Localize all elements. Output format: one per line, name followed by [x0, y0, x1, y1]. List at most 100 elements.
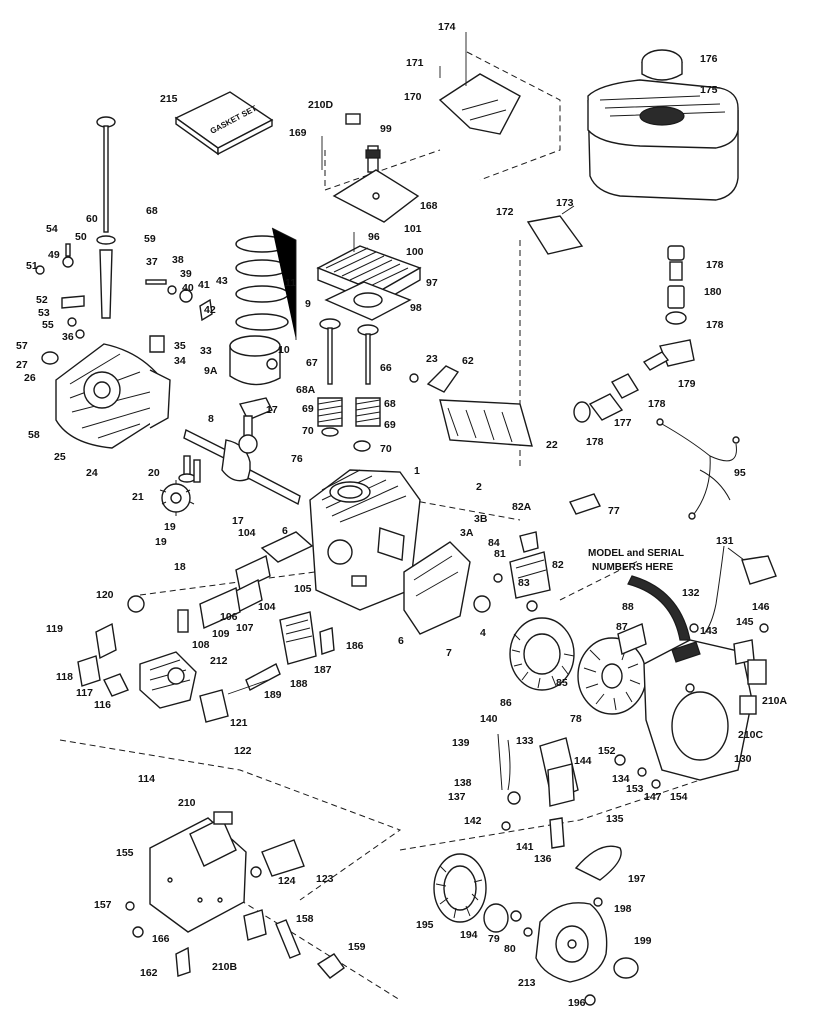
callout-107: 107: [236, 622, 254, 634]
primer-parts: [689, 545, 777, 635]
callout-38: 38: [172, 254, 184, 266]
callout-11: 11: [285, 277, 296, 289]
callout-141: 141: [516, 841, 534, 853]
ignition-module: [493, 531, 551, 612]
callout-210A: 210A: [762, 695, 788, 707]
callout-179: 179: [678, 378, 696, 390]
fuel-line-parts: [573, 245, 695, 423]
callout-133: 133: [516, 735, 534, 747]
cam-gear: [159, 455, 201, 516]
callout-170: 170: [404, 91, 422, 103]
callout-82: 82: [552, 559, 564, 571]
callout-210B: 210B: [212, 961, 238, 973]
callout-70: 70: [380, 443, 392, 455]
callout-84: 84: [488, 537, 500, 549]
callout-95: 95: [734, 467, 746, 479]
callout-7: 7: [446, 647, 452, 659]
callout-59: 59: [144, 233, 156, 245]
callout-157: 157: [94, 899, 112, 911]
callout-143: 143: [700, 625, 718, 637]
callout-146: 146: [752, 601, 770, 613]
callout-24: 24: [86, 467, 98, 479]
callout-37: 37: [146, 256, 158, 268]
callout-196: 196: [568, 997, 586, 1009]
callout-155: 155: [116, 847, 134, 859]
callout-27: 27: [16, 359, 28, 371]
callout-178: 178: [586, 436, 604, 448]
callout-36: 36: [62, 331, 74, 343]
callout-131: 131: [716, 535, 734, 547]
wire-harness: [656, 418, 740, 520]
callout-169: 169: [289, 127, 307, 139]
callout-83: 83: [518, 577, 530, 589]
callout-9: 9: [305, 298, 311, 310]
cylinder-head: [316, 232, 422, 321]
callout-177: 177: [614, 417, 632, 429]
callout-26: 26: [24, 372, 36, 384]
model-serial-note: MODEL and SERIAL NUMBERS HERE: [588, 548, 691, 641]
callout-17: 17: [266, 404, 278, 416]
dipstick-tube: [96, 116, 116, 319]
callout-66: 66: [380, 362, 392, 374]
callout-3B: 3B: [474, 513, 488, 525]
callout-180: 180: [704, 286, 722, 298]
callout-68: 68: [146, 205, 158, 217]
callout-147: 147: [644, 791, 662, 803]
callout-6: 6: [398, 635, 404, 647]
callout-60: 60: [86, 213, 98, 225]
gasket-104: [260, 531, 314, 563]
callout-80: 80: [504, 943, 516, 955]
callout-2: 2: [476, 481, 482, 493]
callout-43: 43: [216, 275, 228, 287]
governor-parts: [35, 243, 213, 365]
callout-134: 134: [612, 773, 630, 785]
callout-162: 162: [140, 967, 158, 979]
callout-154: 154: [670, 791, 688, 803]
callout-197: 197: [628, 873, 646, 885]
callout-152: 152: [598, 745, 616, 757]
callout-106: 106: [220, 611, 238, 623]
air-filter-187: [279, 611, 317, 665]
callout-19: 19: [155, 536, 167, 548]
washer-4: [473, 595, 491, 613]
decal-210d: [345, 113, 361, 125]
decal-210: [213, 811, 233, 825]
callout-199: 199: [634, 935, 652, 947]
callout-52: 52: [36, 294, 48, 306]
callout-1: 1: [414, 465, 420, 477]
spark-plug: [321, 113, 420, 223]
note-line-2: NUMBERS HERE: [592, 562, 673, 573]
callout-77: 77: [608, 505, 620, 517]
callout-122: 122: [234, 745, 252, 757]
callout-88: 88: [622, 601, 634, 613]
intake-parts: [177, 531, 335, 695]
callout-136: 136: [534, 853, 552, 865]
callout-19: 19: [164, 521, 176, 533]
callout-172: 172: [496, 206, 514, 218]
callout-100: 100: [406, 246, 424, 258]
callout-42: 42: [204, 304, 216, 316]
callout-3A: 3A: [460, 527, 474, 539]
callout-86: 86: [500, 697, 512, 709]
callout-153: 153: [626, 783, 644, 795]
callout-120: 120: [96, 589, 114, 601]
baffle-plate: [403, 541, 491, 635]
callout-9A: 9A: [204, 365, 218, 377]
shroud-22: [409, 365, 533, 447]
callout-198: 198: [614, 903, 632, 915]
callout-6: 6: [282, 525, 288, 537]
callout-67: 67: [306, 357, 318, 369]
callout-23: 23: [426, 353, 438, 365]
stator-alternator: [509, 617, 575, 691]
callout-104: 104: [258, 601, 276, 613]
callout-98: 98: [410, 302, 422, 314]
callout-189: 189: [264, 689, 282, 701]
callout-139: 139: [452, 737, 470, 749]
callout-108: 108: [192, 639, 210, 651]
callout-17: 17: [232, 515, 244, 527]
callout-121: 121: [230, 717, 248, 729]
callout-145: 145: [736, 616, 754, 628]
callout-57: 57: [16, 340, 28, 352]
callout-158: 158: [296, 913, 314, 925]
callout-51: 51: [26, 260, 38, 272]
